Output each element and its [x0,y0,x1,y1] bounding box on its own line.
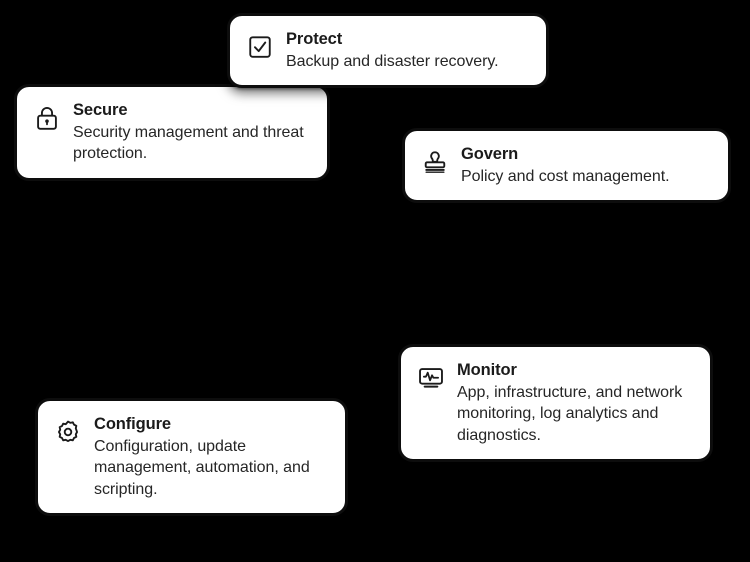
card-configure-text: Configure Configuration, update manageme… [94,414,329,500]
card-secure-title: Secure [73,101,128,119]
card-secure-description: Security management and threat protectio… [73,123,304,163]
monitor-pulse-icon [416,363,446,393]
card-monitor-text: Monitor App, infrastructure, and network… [457,360,694,446]
card-secure-text: Secure Security management and threat pr… [73,100,311,165]
card-govern-description: Policy and cost management. [461,167,670,185]
checkbox-checked-icon [245,32,275,62]
card-configure[interactable]: Configure Configuration, update manageme… [35,398,348,517]
card-protect-text: Protect Backup and disaster recovery. [286,29,530,72]
card-protect-description: Backup and disaster recovery. [286,52,499,70]
card-govern-text: Govern Policy and cost management. [461,144,712,187]
padlock-icon [32,103,62,133]
card-configure-title: Configure [94,415,172,433]
card-protect[interactable]: Protect Backup and disaster recovery. [227,13,549,89]
gear-icon [53,417,83,447]
card-monitor-title: Monitor [457,361,517,379]
card-monitor-description: App, infrastructure, and network monitor… [457,383,683,444]
card-govern-title: Govern [461,145,519,163]
stamp-icon [420,147,450,177]
card-secure[interactable]: Secure Security management and threat pr… [14,84,330,181]
card-monitor[interactable]: Monitor App, infrastructure, and network… [398,344,713,463]
card-protect-title: Protect [286,30,343,48]
card-govern[interactable]: Govern Policy and cost management. [402,128,731,204]
card-configure-description: Configuration, update management, automa… [94,437,310,498]
